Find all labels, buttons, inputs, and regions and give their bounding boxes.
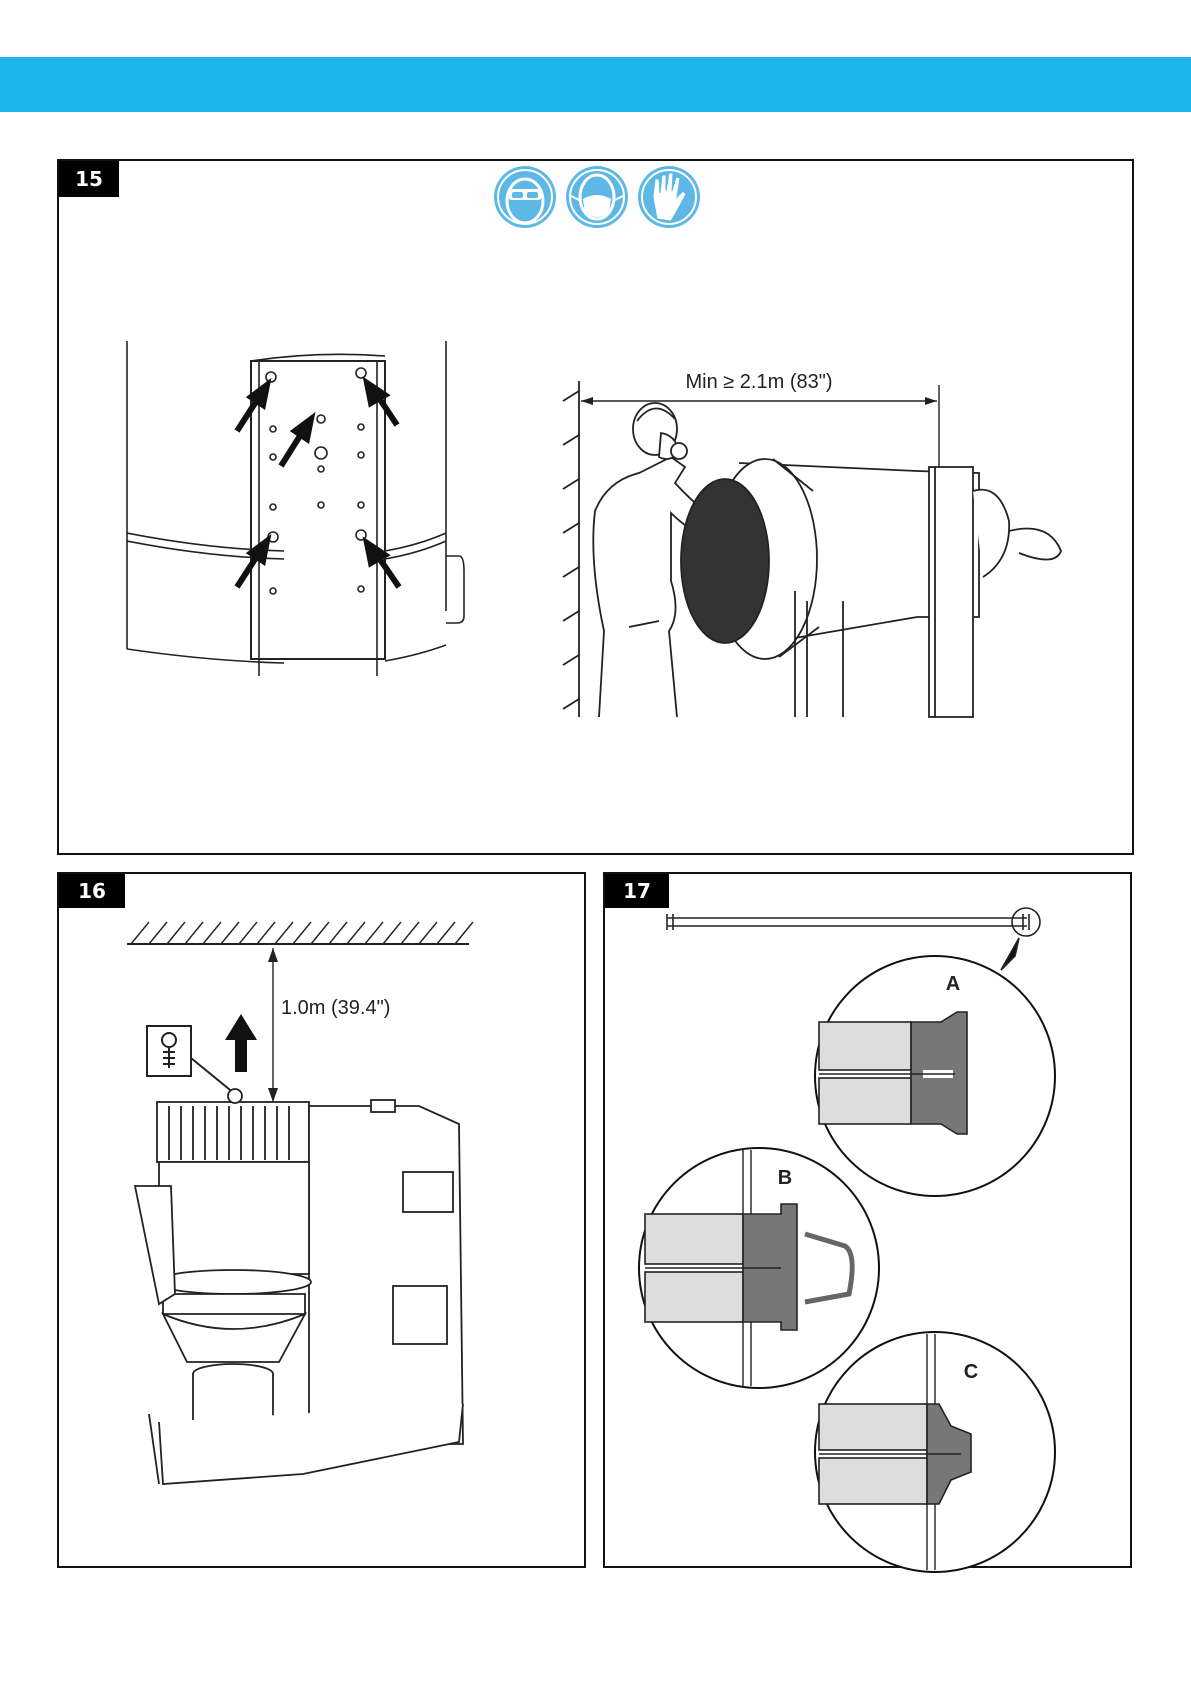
min-clearance-label: Min ≥ 2.1m (83") <box>685 371 832 393</box>
detail-c: C <box>815 1332 1055 1572</box>
cartridge-filter <box>681 459 1061 717</box>
panel-rail <box>667 908 1040 970</box>
step-15-panel: 15 <box>57 159 1134 855</box>
lift-arrow <box>225 1014 257 1072</box>
step-16-panel: 16 1.0m (39.4") <box>57 872 586 1568</box>
ceiling-clearance-label: 1.0m (39.4") <box>281 997 390 1019</box>
detail-a: A <box>815 956 1055 1196</box>
filter-housing-illustration <box>127 341 464 676</box>
step-15-illustration: Min ≥ 2.1m (83") <box>59 161 1136 857</box>
wall <box>563 381 579 717</box>
safety-goggles-icon <box>494 166 556 228</box>
step-17-panel: 17 A <box>603 872 1132 1568</box>
protective-gloves-icon <box>638 166 700 228</box>
ceiling <box>127 922 473 944</box>
detail-b: B <box>639 1148 879 1388</box>
step-17-illustration: A B C <box>605 874 1134 1570</box>
step-16-illustration: 1.0m (39.4") <box>59 874 588 1570</box>
dust-mask-icon <box>566 166 628 228</box>
dust-collector-unit <box>135 1089 463 1484</box>
detail-label-c: C <box>964 1361 978 1383</box>
eye-bolt-icon <box>147 1026 235 1094</box>
ceiling-clearance-dimension: 1.0m (39.4") <box>268 948 390 1102</box>
bolt-arrows <box>237 383 399 587</box>
detail-label-a: A <box>946 973 960 995</box>
detail-label-b: B <box>778 1167 792 1189</box>
header-bar <box>0 57 1191 112</box>
